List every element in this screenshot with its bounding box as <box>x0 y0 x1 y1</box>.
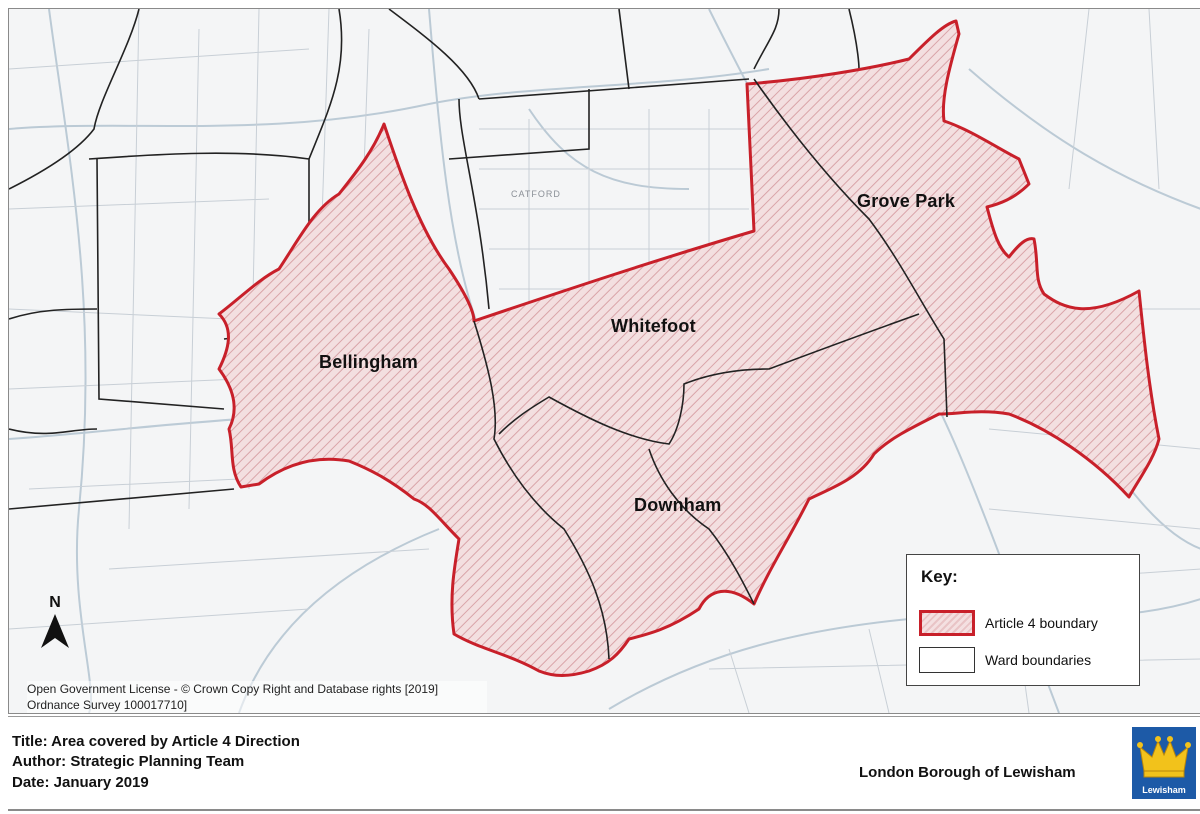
ward-label-whitefoot: Whitefoot <box>611 316 696 336</box>
key-label-article4: Article 4 boundary <box>985 615 1098 631</box>
logo-text: Lewisham <box>1142 785 1186 795</box>
article4-swatch <box>919 610 975 636</box>
ward-label-grove-park: Grove Park <box>857 191 956 211</box>
outer-ward-boundaries <box>9 9 860 510</box>
organisation-name: London Borough of Lewisham <box>859 764 1076 781</box>
ward-label-bellingham: Bellingham <box>319 352 419 372</box>
title-block: Title: Area covered by Article 4 Directi… <box>8 716 1200 811</box>
key-row-article4: Article 4 boundary <box>919 610 1134 640</box>
internal-ward-boundaries <box>473 78 948 660</box>
ward-label-downham: Downham <box>634 495 722 515</box>
key-title: Key: <box>921 567 958 586</box>
map-date: Date: January 2019 <box>12 774 149 791</box>
ward-swatch <box>919 647 975 673</box>
map-title: Title: Area covered by Article 4 Directi… <box>12 733 300 750</box>
map-key: Key: Article 4 boundary Ward boundaries <box>906 554 1140 686</box>
article4-boundary <box>217 19 1161 677</box>
north-arrow-icon <box>41 614 69 648</box>
lewisham-logo: Lewisham <box>1132 727 1196 799</box>
map-svg <box>9 9 1200 713</box>
key-row-ward: Ward boundaries <box>919 647 1134 677</box>
map-canvas[interactable]: Bellingham Whitefoot Grove Park Downham … <box>8 8 1200 714</box>
north-arrow: N <box>37 594 73 664</box>
crown-icon <box>1137 736 1191 778</box>
north-letter: N <box>49 594 61 611</box>
copyright-notice: Open Government License - © Crown Copy R… <box>27 681 487 713</box>
map-author: Author: Strategic Planning Team <box>12 753 245 770</box>
key-label-ward: Ward boundaries <box>985 652 1092 668</box>
place-label-catford: CATFORD <box>511 189 561 199</box>
